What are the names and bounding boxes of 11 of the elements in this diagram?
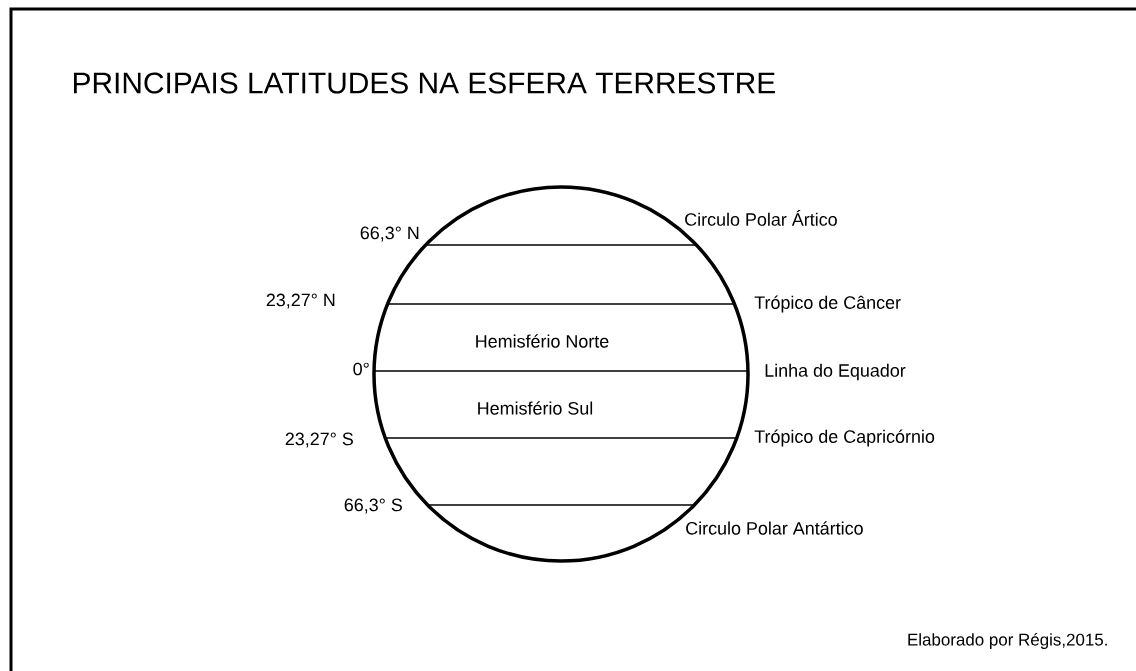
title: PRINCIPAIS LATITUDES NA ESFERA TERRESTRE (74, 72, 775, 94)
latitude-label: 66,3° S (344, 498, 402, 514)
hemisphere-label: Hemisfério Sul (478, 401, 593, 415)
latitude-label: Circulo Polar Antártico (686, 521, 863, 535)
latitude-label: 23,27° N (266, 293, 335, 309)
latitude-label: 66,3° N (360, 226, 419, 242)
latitude-label: 23,27° S (285, 432, 353, 448)
hemisphere-label: Hemisfério Norte (476, 334, 609, 348)
credit-note: Elaborado por Régis,2015. (908, 633, 1107, 649)
latitude-label: Circulo Polar Ártico (685, 210, 837, 226)
latitude-label: Linha do Equador (765, 363, 906, 381)
